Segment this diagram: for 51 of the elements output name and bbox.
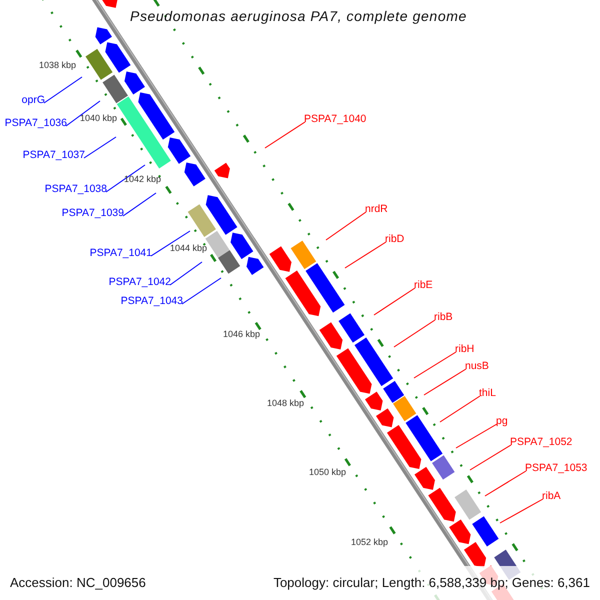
gene-label: PSPA7_1039 [62, 207, 124, 220]
gene-label: PSPA7_1036 [4, 117, 67, 130]
position-label: 1048 kbp [267, 398, 304, 409]
gene-label: PSPA7_1040 [304, 113, 366, 126]
leader-line [264, 122, 306, 148]
leader-line [84, 136, 116, 158]
leader-line [484, 470, 526, 496]
leader-line [326, 212, 366, 240]
gene-label: pg [496, 415, 508, 428]
gene-label: PSPA7_1038 [44, 183, 107, 196]
gene-label: PSPA7_1037 [22, 149, 85, 162]
leader-line [424, 368, 466, 396]
leader-line [440, 396, 480, 422]
leader-line [122, 192, 156, 216]
gene-label: ribA [542, 490, 561, 503]
gene-label: ribE [414, 279, 433, 292]
leader-line [414, 352, 456, 378]
position-label: 1052 kbp [351, 537, 388, 548]
leader-line [470, 444, 512, 470]
gene-label: PSPA7_1042 [108, 276, 171, 289]
gene-label: PSPA7_1053 [525, 462, 588, 475]
position-label: 1050 kbp [309, 467, 346, 478]
gene-label: oprG [22, 94, 45, 107]
genome-info-text: Topology: circular; Length: 6,588,339 bp; Genes: 6,361 [273, 575, 590, 590]
gene-label: PSPA7_1041 [90, 247, 152, 260]
leader-line [394, 320, 436, 348]
leader-line [150, 230, 190, 256]
leader-line [106, 164, 146, 192]
position-label: 1042 kbp [124, 174, 162, 185]
gene-label: nrdR [365, 203, 388, 216]
leader-line [344, 242, 386, 268]
leader-line [182, 278, 222, 304]
position-label: 1040 kbp [80, 113, 118, 124]
gene-label: ribD [385, 233, 404, 246]
leader-line [456, 424, 498, 448]
position-label: 1038 kbp [39, 60, 76, 71]
gene-label: PSPA7_1052 [510, 436, 572, 449]
gene-label: thiL [479, 387, 496, 400]
gene-label: PSPA7_1043 [120, 295, 183, 308]
leader-line [170, 262, 202, 286]
position-label: 1046 kbp [223, 329, 260, 340]
gene-label: ribH [455, 343, 474, 356]
gene-label: ribB [434, 311, 453, 324]
genome-title: Pseudomonas aeruginosa PA7, complete genome [130, 8, 467, 24]
leader-line [500, 498, 544, 524]
leader-line [374, 288, 416, 316]
position-label: 1044 kbp [170, 243, 208, 254]
genome-info-text: Accession: NC_009656 [10, 575, 146, 590]
leader-line [44, 76, 82, 104]
gene-label: nusB [465, 360, 489, 373]
leader-line [66, 100, 100, 126]
